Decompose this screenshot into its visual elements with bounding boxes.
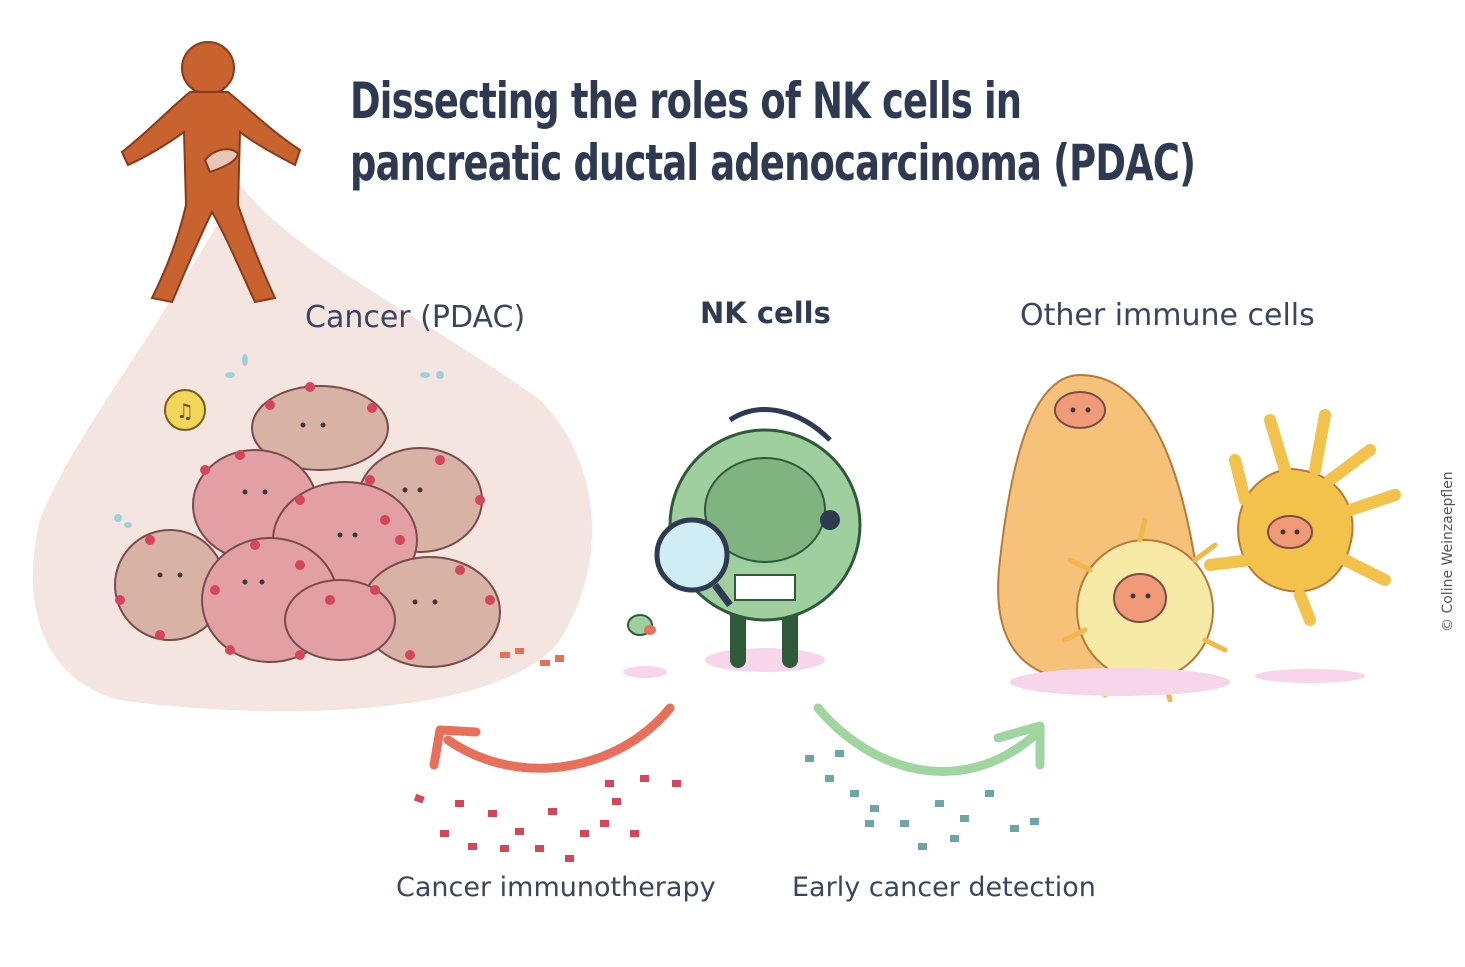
- detection-arrow: [813, 703, 1045, 776]
- therapy-particles: [413, 775, 681, 862]
- detection-particles: [805, 750, 1039, 850]
- cancer-cell: [284, 579, 396, 661]
- dendritic-cell: [1204, 409, 1401, 626]
- page-title: Dissecting the roles of NK cells in panc…: [350, 70, 1219, 194]
- cell-sample-in-hand: [627, 614, 656, 636]
- lymphocyte-cell: [1062, 517, 1228, 703]
- title-line-1: Dissecting the roles of NK cells in: [350, 72, 1022, 130]
- label-early-cancer-detection: Early cancer detection: [792, 872, 1096, 903]
- copyright-credit: © Coline Weinzaepflen: [1440, 471, 1456, 632]
- title-line-2: pancreatic ductal adenocarcinoma (PDAC): [350, 134, 1196, 192]
- label-other-immune-cells: Other immune cells: [1020, 298, 1315, 333]
- cancer-cell-cluster: [114, 382, 501, 668]
- sweat-drops-icon: [114, 354, 444, 528]
- immune-cells-shadow: [1010, 668, 1230, 696]
- cancer-cell: [251, 385, 389, 471]
- music-note-bubble-icon: ♫: [164, 389, 206, 431]
- nk-cell-character: [623, 407, 862, 678]
- magnifying-glass-icon: [654, 517, 733, 608]
- therapy-arrow: [429, 703, 675, 773]
- svg-text:♫: ♫: [176, 399, 194, 423]
- human-figure: [120, 41, 302, 304]
- immune-cells-shadow: [1255, 669, 1365, 683]
- cell-debris: [500, 648, 564, 666]
- label-cancer: Cancer (PDAC): [305, 300, 526, 335]
- label-cancer-immunotherapy: Cancer immunotherapy: [396, 872, 716, 903]
- label-nk-cells: NK cells: [700, 296, 831, 330]
- pancreas-icon: [203, 148, 240, 174]
